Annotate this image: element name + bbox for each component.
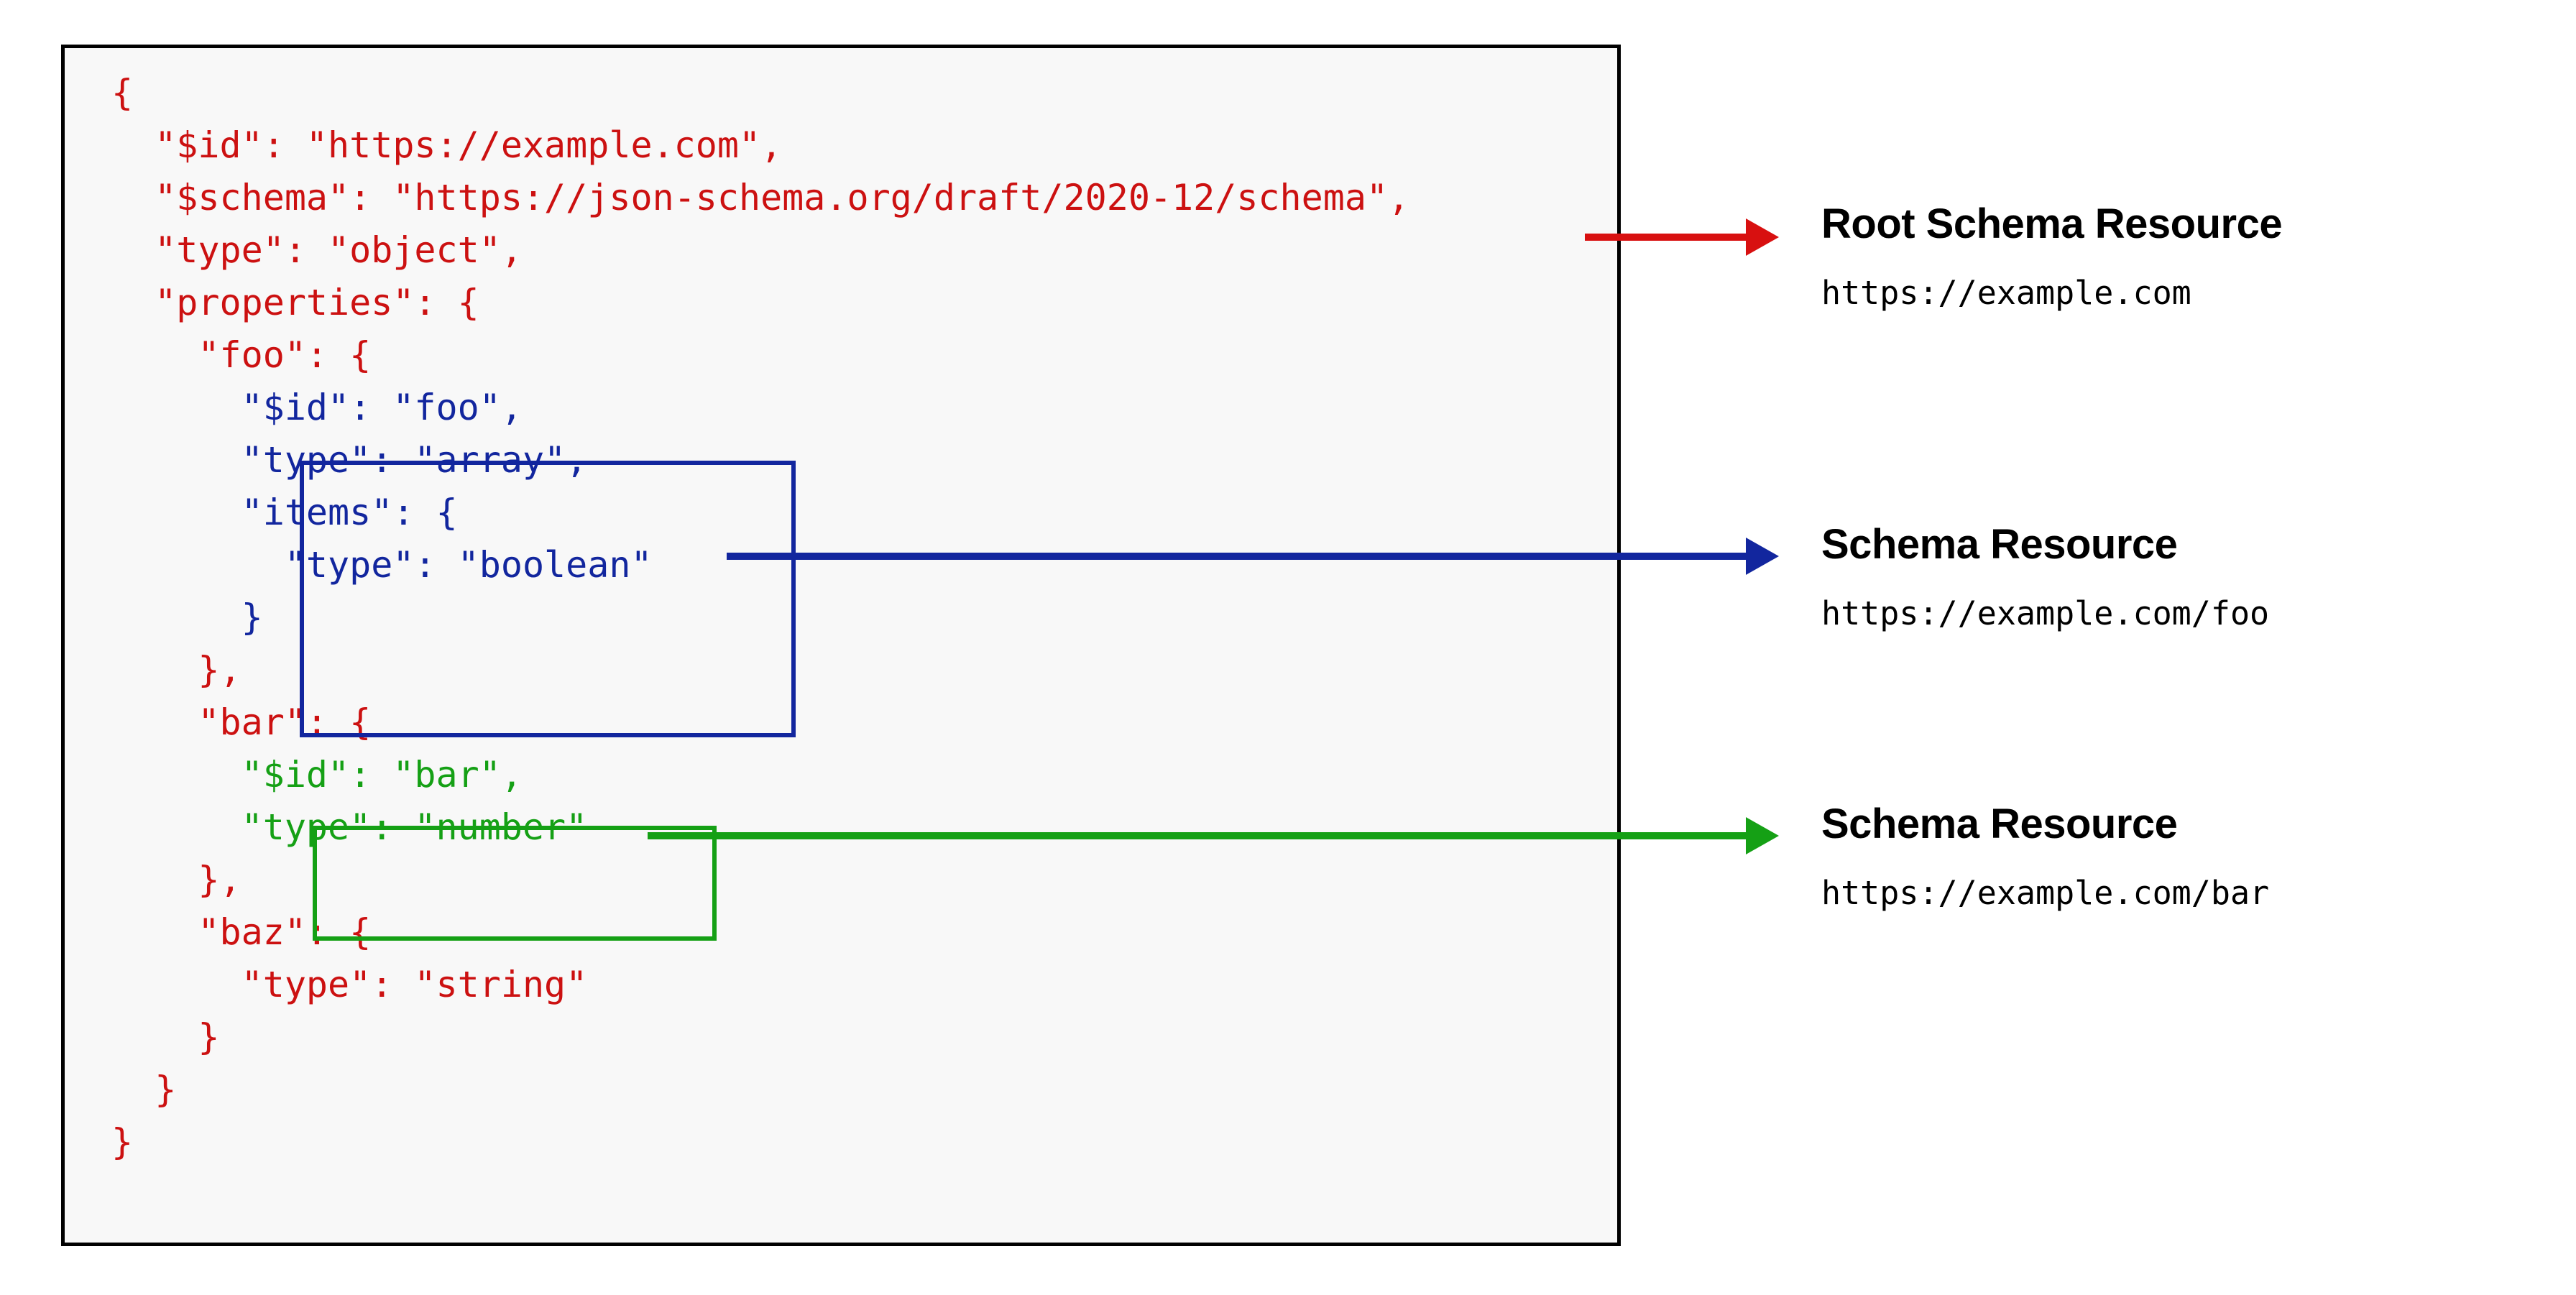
legend-title: Root Schema Resource bbox=[1821, 201, 2283, 247]
code-line: "items": { bbox=[111, 492, 458, 533]
code-line: "bar": { bbox=[111, 701, 372, 743]
code-line: "$id": "bar", bbox=[111, 754, 523, 796]
legend-entry-root-schema: Root Schema Resource https://example.com bbox=[1821, 200, 2283, 312]
code-line: "baz": { bbox=[111, 911, 372, 953]
code-line: "$id": "foo", bbox=[111, 387, 523, 428]
code-line: "properties": { bbox=[111, 282, 479, 323]
legend-title: Schema Resource bbox=[1821, 801, 2178, 847]
code-line: "type": "boolean" bbox=[111, 544, 653, 586]
arrow-head-icon bbox=[1746, 218, 1779, 256]
code-line: "$id": "https://example.com", bbox=[111, 124, 783, 166]
legend-entry-foo-schema: Schema Resource https://example.com/foo bbox=[1821, 520, 2269, 632]
code-line: "type": "number" bbox=[111, 806, 588, 848]
legend-url: https://example.com/foo bbox=[1821, 594, 2270, 632]
legend-entry-bar-schema: Schema Resource https://example.com/bar bbox=[1821, 800, 2269, 912]
legend-title: Schema Resource bbox=[1821, 521, 2178, 568]
code-line: "type": "array", bbox=[111, 439, 588, 481]
legend-url: https://example.com/bar bbox=[1821, 874, 2270, 912]
code-line: "foo": { bbox=[111, 334, 372, 376]
arrow-head-icon bbox=[1746, 538, 1779, 575]
code-line: } bbox=[111, 596, 263, 638]
legend-url: https://example.com bbox=[1821, 274, 2191, 312]
code-line: "type": "object", bbox=[111, 229, 523, 271]
code-line: } bbox=[111, 1069, 177, 1110]
code-line: } bbox=[111, 1016, 220, 1058]
foo-schema-arrow bbox=[727, 538, 1779, 575]
json-code-listing: { "$id": "https://example.com", "$schema… bbox=[111, 67, 1409, 1169]
code-line: }, bbox=[111, 859, 242, 900]
arrow-head-icon bbox=[1746, 817, 1779, 854]
code-line: } bbox=[111, 1121, 134, 1163]
json-schema-code-panel: { "$id": "https://example.com", "$schema… bbox=[61, 45, 1621, 1246]
arrow-shaft bbox=[727, 553, 1746, 560]
root-schema-arrow bbox=[1585, 218, 1779, 256]
bar-schema-arrow bbox=[648, 817, 1779, 854]
code-line: "$schema": "https://json-schema.org/draf… bbox=[111, 177, 1410, 218]
arrow-shaft bbox=[1585, 234, 1746, 241]
code-line: { bbox=[111, 72, 134, 114]
arrow-shaft bbox=[648, 832, 1746, 839]
code-line: }, bbox=[111, 649, 242, 691]
code-line: "type": "string" bbox=[111, 964, 588, 1005]
